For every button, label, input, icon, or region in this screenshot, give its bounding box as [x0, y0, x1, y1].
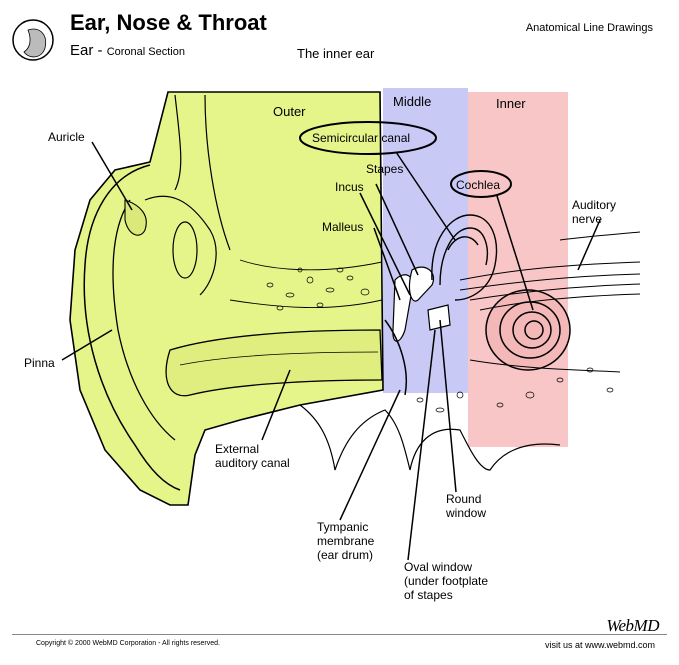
label-stapes: Stapes: [366, 162, 404, 176]
stapes-shape: [427, 304, 451, 331]
diagram-caption: The inner ear: [297, 46, 375, 61]
label-auditory-nerve-line1: Auditory: [572, 198, 617, 212]
label-tympanic-line2: membrane: [317, 534, 375, 548]
region-inner-label: Inner: [496, 96, 526, 111]
region-outer-label: Outer: [273, 104, 306, 119]
page-subtitle: Ear - Coronal Section: [70, 42, 185, 59]
cochlea-shape: [485, 289, 571, 371]
label-cochlea: Cochlea: [456, 178, 501, 192]
incus-shape: [408, 266, 434, 302]
footer-divider: [12, 634, 667, 635]
label-incus: Incus: [335, 180, 364, 194]
label-semicircular-canal: Semicircular canal: [312, 131, 411, 145]
webmd-logo: WebMD: [606, 616, 659, 635]
label-round-line2: window: [446, 506, 487, 520]
label-auditory-nerve-line2: nerve: [572, 212, 603, 226]
label-round-window: Round window: [446, 492, 486, 520]
region-middle-label: Middle: [393, 94, 432, 109]
collection-label: Anatomical Line Drawings: [525, 22, 653, 34]
label-round-line1: Round: [446, 492, 482, 506]
label-external-line2: auditory canal: [215, 456, 290, 470]
label-tympanic-line1: Tympanic: [317, 520, 369, 534]
label-oval-line1: Oval window: [404, 560, 473, 574]
visit-link[interactable]: visit us at www.webmd.com: [544, 640, 655, 650]
label-oval-line3: of stapes: [404, 588, 453, 602]
label-malleus: Malleus: [322, 220, 364, 234]
semicircular-canal-ring: [299, 121, 437, 155]
label-pinna: Pinna: [24, 356, 55, 370]
inner-ear-region: [468, 92, 568, 447]
page-title: Ear, Nose & Throat: [70, 10, 267, 35]
label-tympanic-line3: (ear drum): [317, 548, 374, 562]
cochlea-ring: [450, 170, 512, 198]
label-oval-window: Oval window (under footplate of stapes: [404, 560, 488, 602]
subtitle-main: Ear -: [70, 42, 107, 59]
label-external-auditory-canal: External auditory canal: [215, 442, 290, 470]
label-auricle: Auricle: [48, 130, 85, 144]
label-auditory-nerve: Auditory nerve: [572, 198, 616, 226]
copyright-text: Copyright © 2000 WebMD Corporation - All…: [36, 640, 220, 647]
label-tympanic-membrane: Tympanic membrane (ear drum): [317, 520, 374, 562]
outer-ear-region: [69, 91, 384, 506]
label-external-line1: External: [215, 442, 260, 456]
subtitle-small: Coronal Section: [106, 46, 185, 58]
label-oval-line2: (under footplate: [404, 574, 489, 588]
